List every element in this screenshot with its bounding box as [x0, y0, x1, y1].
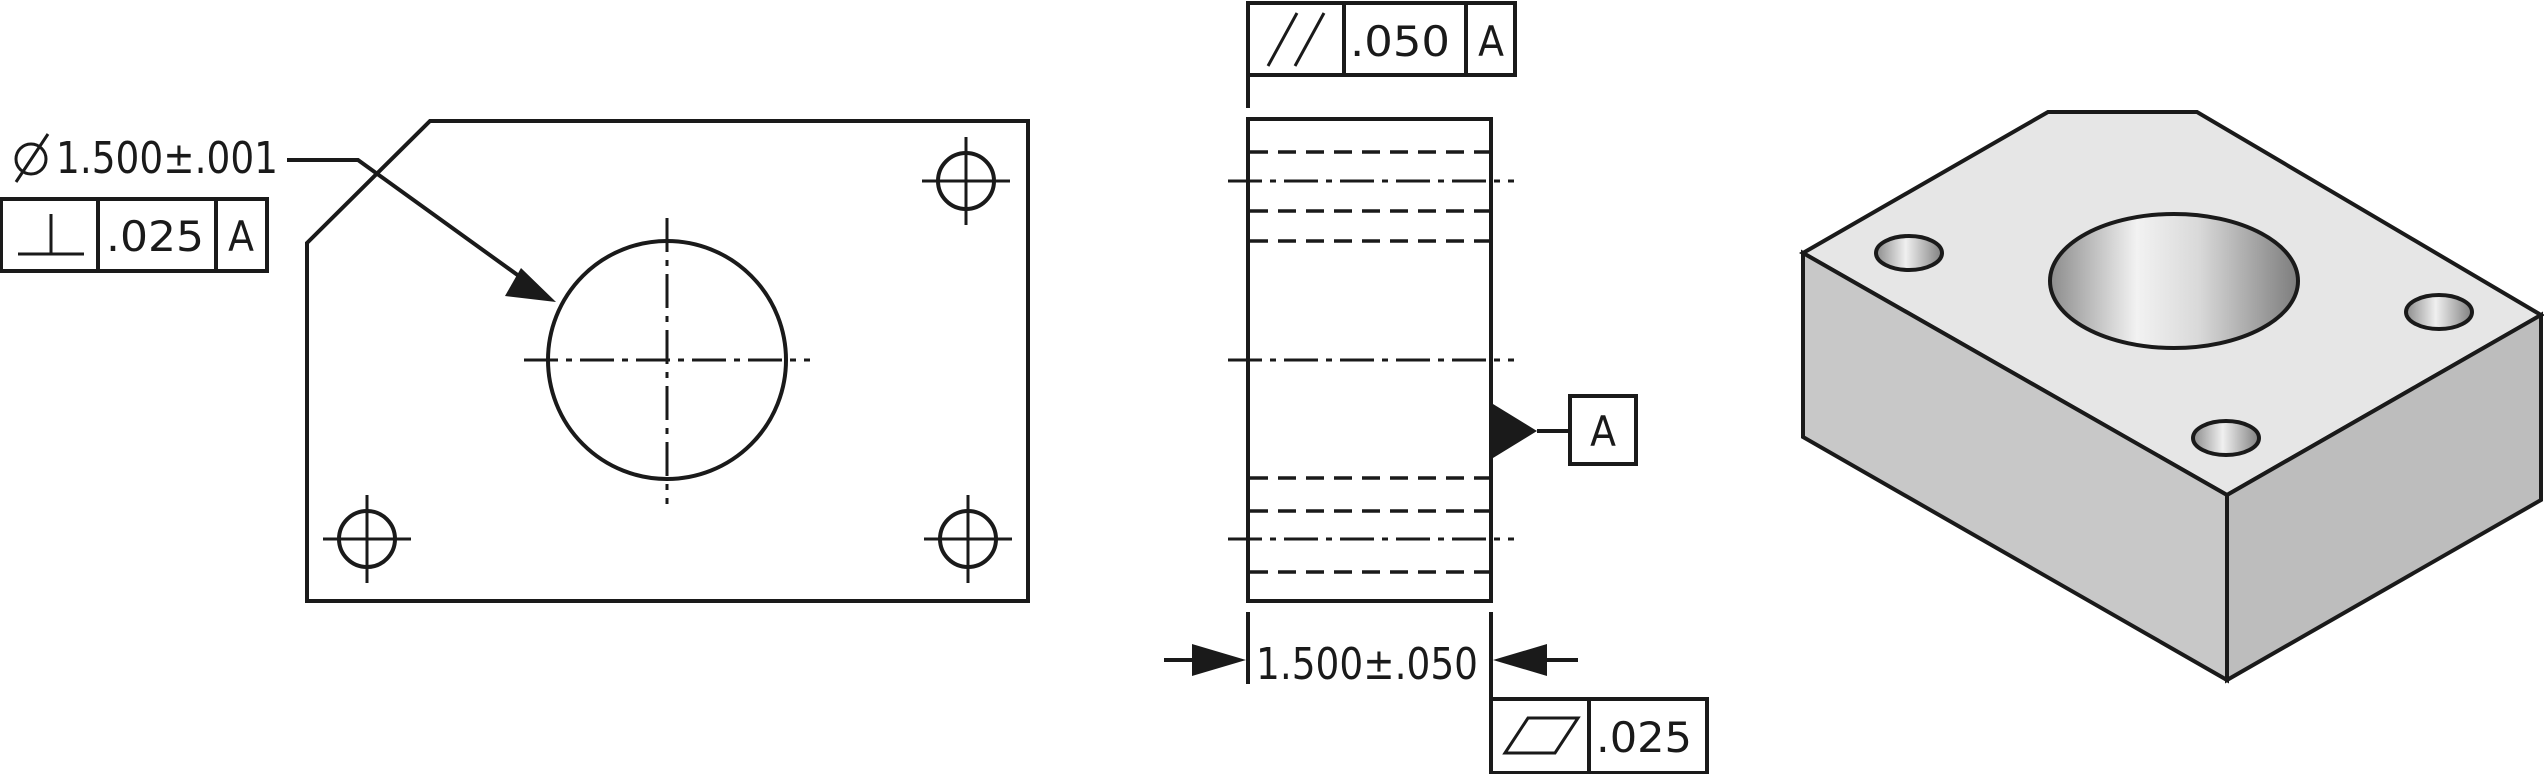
isometric-view	[1798, 110, 2544, 684]
datum-box	[1568, 394, 1638, 466]
dimension-arrow-left	[1192, 644, 1246, 676]
hole-leader-line	[287, 158, 532, 286]
perpendicularity-datum: A	[228, 212, 254, 261]
flatness-symbol-icon	[1502, 716, 1581, 755]
parallelism-tolerance: .050	[1350, 17, 1450, 66]
corner-hole-bottom-right	[924, 495, 1012, 583]
thickness-dimension: 1.500±.050	[1256, 639, 1478, 690]
perpendicularity-tolerance: .025	[106, 212, 204, 261]
diameter-symbol-icon	[14, 133, 50, 183]
parallelism-symbol-icon	[1266, 12, 1326, 67]
flatness-control-frame: .025	[1489, 697, 1709, 774]
iso-hole-left	[1874, 234, 1944, 272]
iso-hole-front	[2191, 419, 2261, 457]
block-right-face	[2225, 311, 2543, 684]
datum-label: A	[1590, 407, 1616, 456]
perpendicularity-control-frame: .025 A	[0, 197, 269, 273]
parallelism-control-frame: .050 A	[1246, 1, 1517, 77]
corner-hole-bottom-left	[323, 495, 411, 583]
hole-leader-arrowhead	[505, 268, 556, 302]
iso-hole-right	[2404, 293, 2474, 331]
iso-large-bore	[2048, 212, 2300, 350]
perpendicularity-symbol-icon	[18, 214, 84, 256]
hole-size-callout: 1.500±.001	[56, 133, 278, 184]
flatness-tolerance: .025	[1596, 713, 1692, 762]
side-view: .050 A A 1.500±.050	[1164, 1, 1709, 774]
front-view: 1.500±.001 .025 A	[0, 119, 1030, 603]
plate-outline	[305, 119, 1030, 603]
dimension-arrow-right	[1493, 644, 1547, 676]
corner-hole-top-right	[922, 137, 1010, 225]
parallelism-datum: A	[1478, 17, 1504, 66]
datum-triangle-icon	[1493, 404, 1537, 458]
